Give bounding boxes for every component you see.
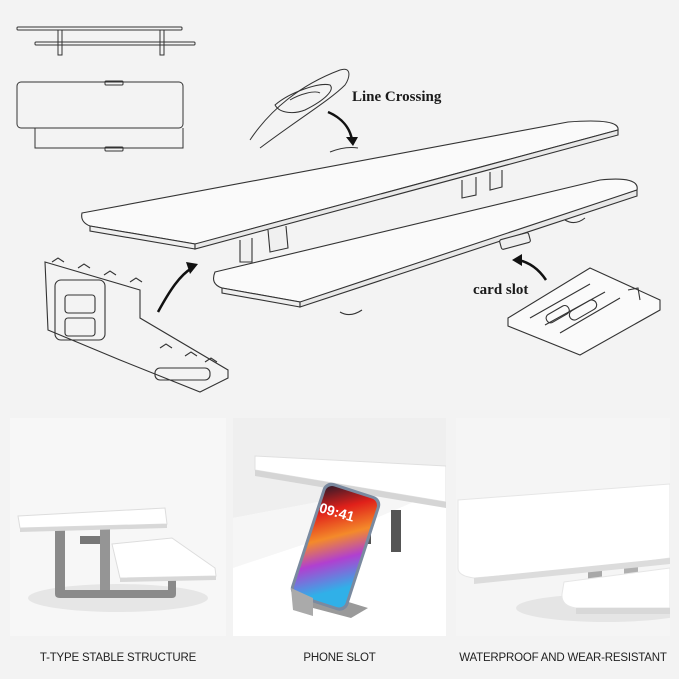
waterproof-shelf-render bbox=[456, 418, 670, 636]
caption-t-type-stable-structure: T-TYPE STABLE STRUCTURE bbox=[39, 652, 197, 664]
caption-phone-slot: PHONE SLOT bbox=[303, 652, 376, 664]
callout-card-slot: card slot bbox=[473, 282, 529, 298]
phone bbox=[290, 482, 381, 611]
feature-panel-waterproof bbox=[456, 418, 670, 636]
phone-slot-render bbox=[233, 418, 446, 636]
feature-panel-t-type bbox=[10, 418, 226, 636]
t-type-shelf-render bbox=[17, 507, 217, 612]
feature-panel-phone-slot: 09:41 bbox=[233, 418, 446, 636]
shelf-line-drawing bbox=[16, 26, 661, 393]
callout-line-crossing: Line Crossing bbox=[352, 89, 442, 105]
diagram-area: Line Crossing card slot bbox=[16, 26, 661, 393]
caption-waterproof: WATERPROOF AND WEAR-RESISTANT bbox=[459, 652, 667, 664]
